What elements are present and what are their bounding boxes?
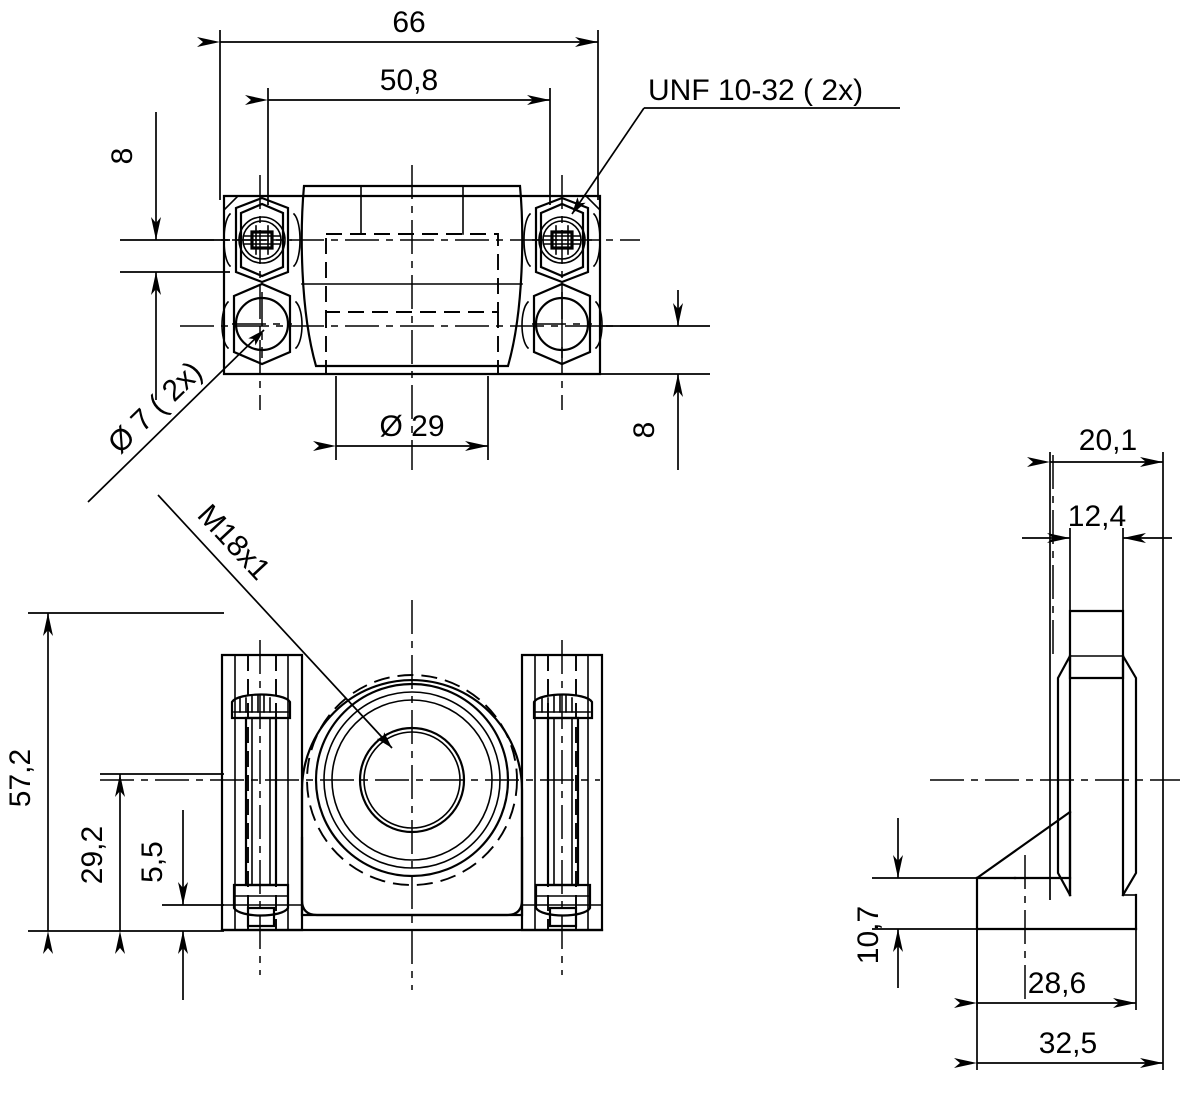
annotation-hole-dia: Ø 7 ( 2x): [87, 329, 265, 503]
top-view: 66 50,8 8 8: [87, 6, 900, 503]
dim-side-boss-width: 12,4: [1022, 500, 1172, 612]
dim-front-center-height: 29,2: [76, 773, 224, 954]
dim-107-label: 10,7: [852, 906, 885, 964]
dim-front-overall-height: 57,2: [4, 612, 224, 954]
dim-top-left-offset: 8: [106, 112, 230, 400]
annotation-m18-label: M18x1: [191, 498, 277, 586]
top-view-bolt-right: [521, 196, 603, 366]
front-view-bolt-left: [230, 693, 292, 928]
side-view-body-outline: [975, 609, 1138, 931]
annotation-unf-thread: UNF 10-32 ( 2x): [571, 74, 900, 215]
dim-top-bolt-spacing: 50,8: [245, 64, 551, 205]
dim-201-label: 20,1: [1079, 424, 1137, 457]
dim-8-left-label: 8: [106, 148, 139, 165]
dim-top-bore-diameter: Ø 29: [313, 376, 489, 460]
dim-572-label: 57,2: [4, 749, 37, 807]
dim-508-label: 50,8: [380, 64, 438, 97]
dim-286-label: 28,6: [1028, 967, 1086, 1000]
side-view: 20,1 12,4 10,7: [852, 424, 1180, 1070]
dim-front-foot-height: 5,5: [136, 810, 224, 1000]
front-view-bolt-right: [532, 693, 594, 928]
annotation-unf-label: UNF 10-32 ( 2x): [648, 74, 863, 107]
dim-8-right-label: 8: [628, 422, 661, 439]
dim-side-foot-height: 10,7: [852, 818, 978, 988]
dim-55-label: 5,5: [136, 841, 169, 883]
annotation-m18-thread: M18x1: [157, 494, 393, 749]
dim-side-base-length: 28,6: [954, 930, 1137, 1010]
dim-66-label: 66: [392, 6, 425, 39]
dim-top-overall-width: 66: [197, 6, 599, 200]
dim-dia29-label: Ø 29: [379, 410, 444, 443]
front-view: M18x1 57,2 29,2 5,5: [4, 494, 604, 1000]
top-view-bolt-left: [221, 196, 303, 366]
top-view-body-outline: [222, 184, 602, 376]
dim-side-overall-length: 32,5: [954, 900, 1164, 1070]
dim-325-label: 32,5: [1039, 1027, 1097, 1060]
dim-124-label: 12,4: [1068, 500, 1126, 533]
dim-side-overall-depth: 20,1: [1027, 424, 1164, 900]
dim-top-right-offset: 8: [600, 290, 710, 470]
dim-292-label: 29,2: [76, 826, 109, 884]
side-view-centerlines: [930, 455, 1180, 1000]
